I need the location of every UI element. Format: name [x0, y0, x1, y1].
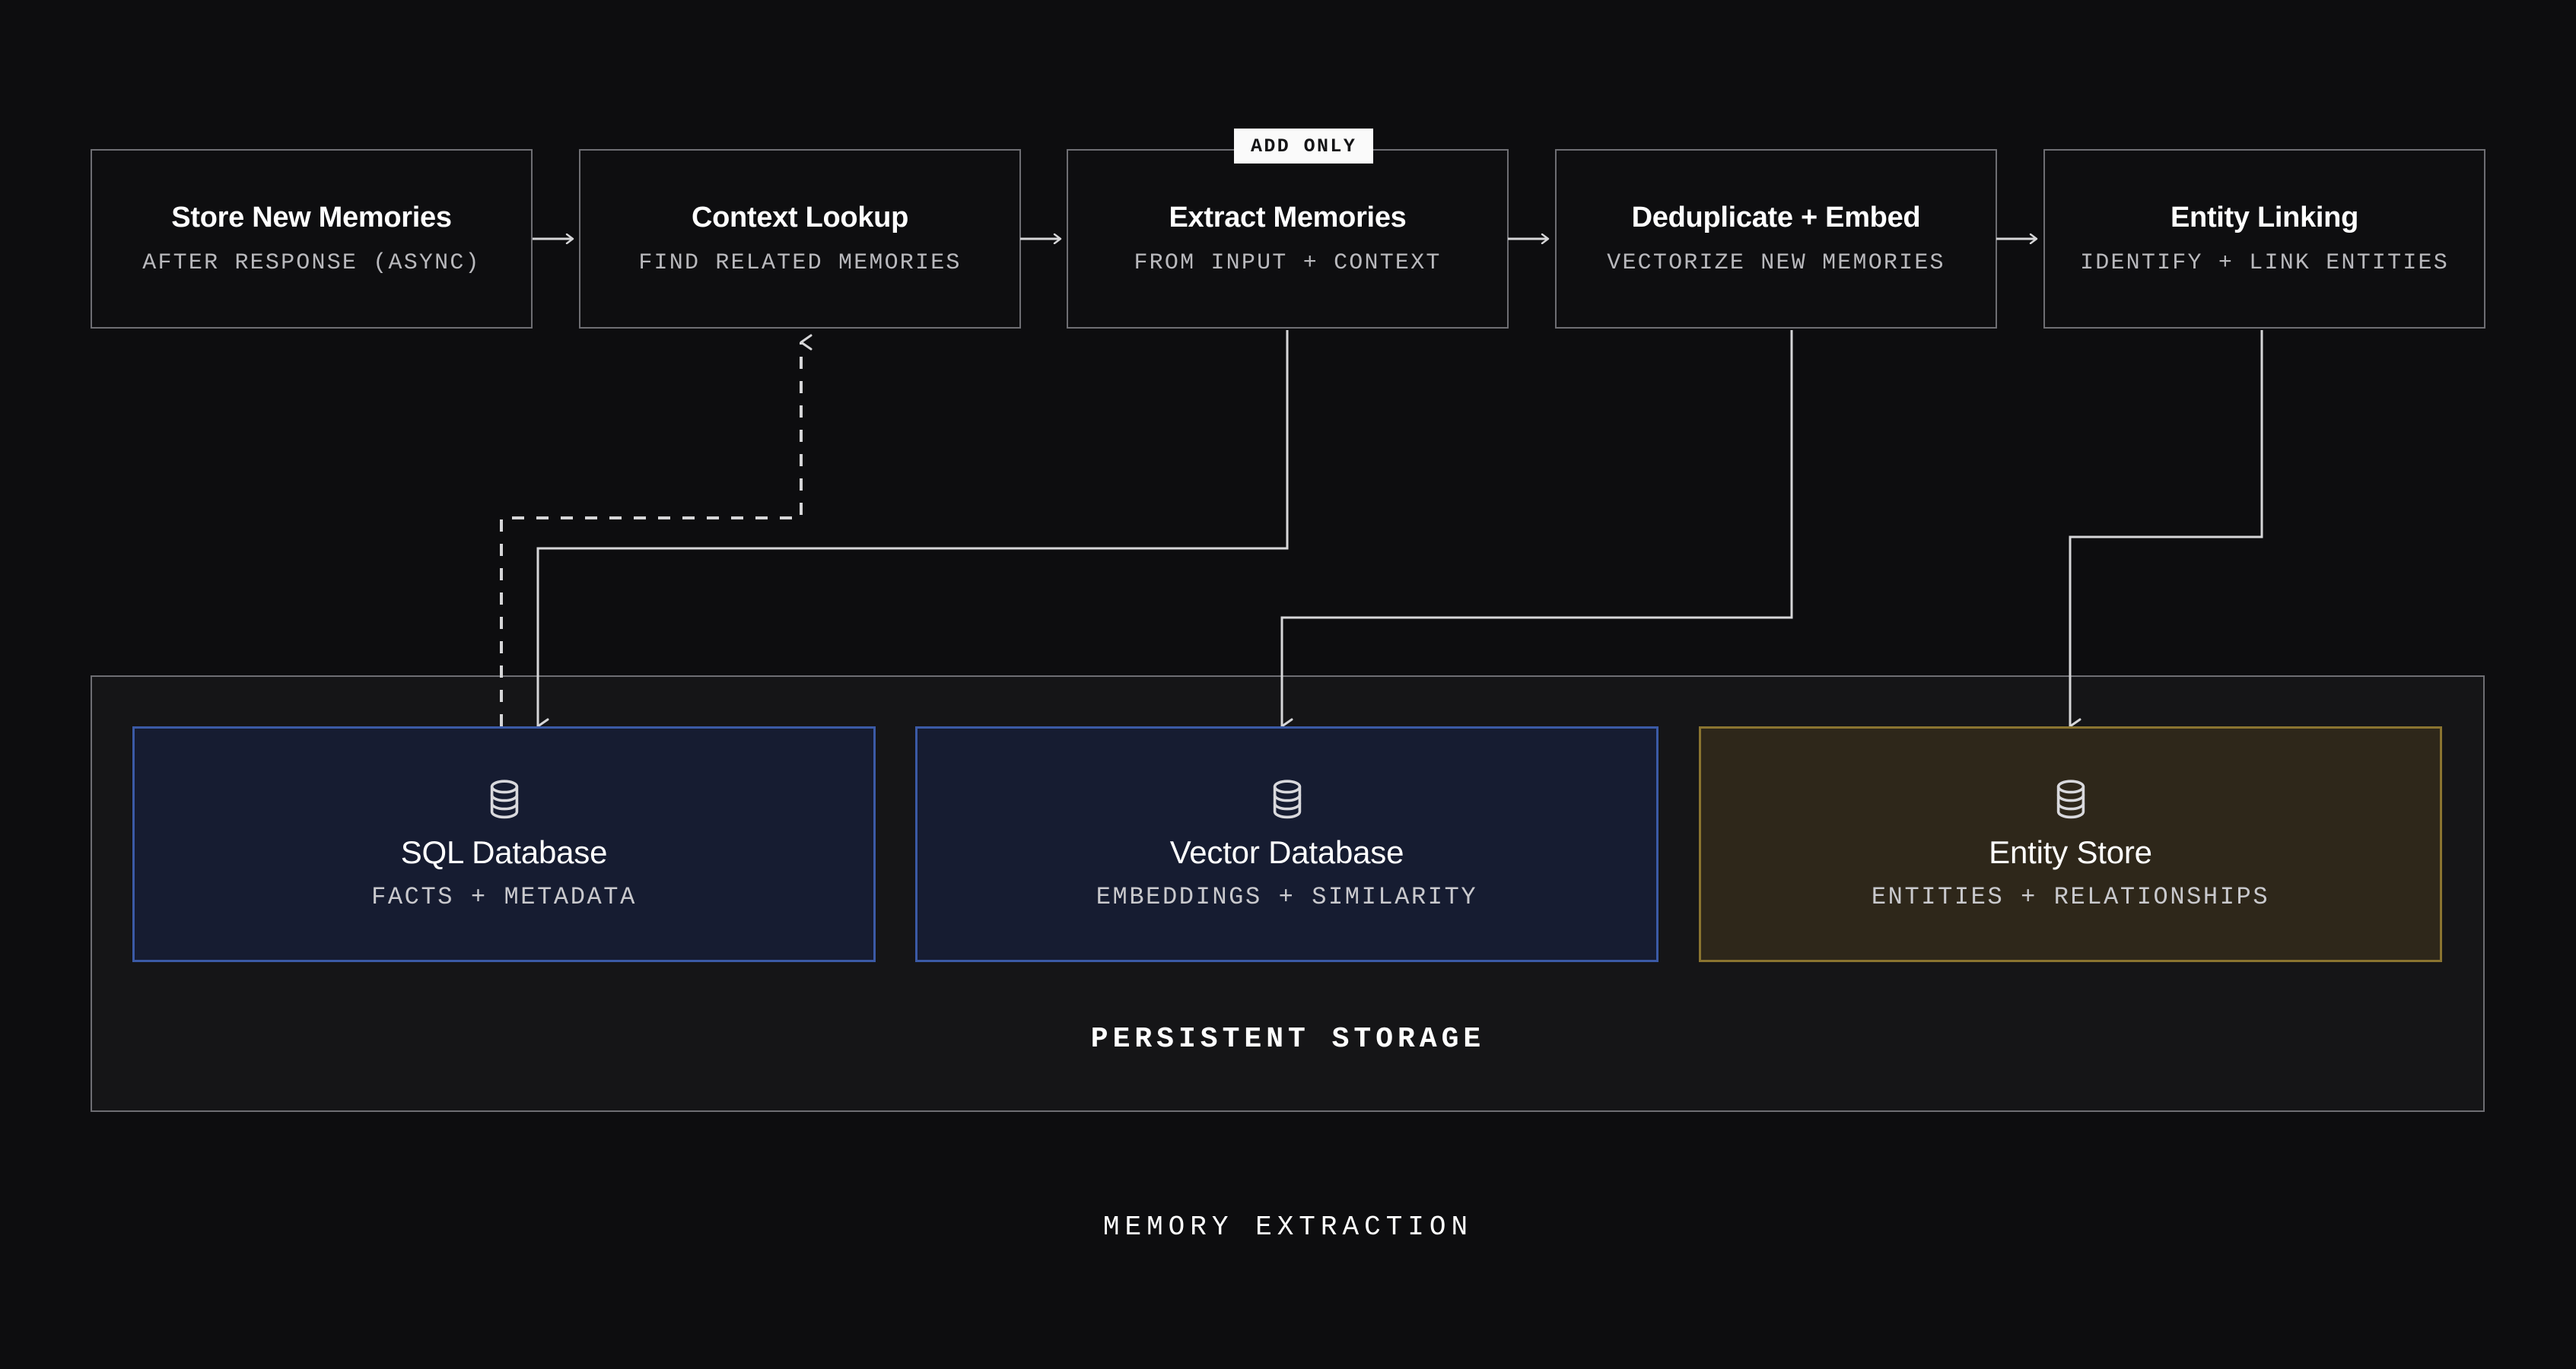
storage-card-title: Vector Database — [1169, 834, 1404, 870]
process-step-title: Entity Linking — [2170, 202, 2358, 233]
add-only-badge: ADD ONLY — [1234, 129, 1374, 164]
process-step-extract-memories[interactable]: Extract Memories FROM INPUT + CONTEXT — [1067, 149, 1509, 329]
process-step-subtitle: FROM INPUT + CONTEXT — [1134, 250, 1442, 276]
process-step-title: Store New Memories — [171, 202, 452, 233]
edge-extract-to-vector — [536, 330, 1289, 735]
process-step-deduplicate-embed[interactable]: Deduplicate + Embed VECTORIZE NEW MEMORI… — [1555, 149, 1997, 329]
edge-dedupe-to-vector — [1280, 330, 1793, 735]
storage-card-entity-store[interactable]: Entity Store ENTITIES + RELATIONSHIPS — [1699, 726, 2442, 962]
database-icon — [2053, 779, 2089, 820]
process-step-title: Context Lookup — [692, 202, 908, 233]
storage-card-title: Entity Store — [1989, 834, 2152, 870]
storage-card-subtitle: EMBEDDINGS + SIMILARITY — [1096, 883, 1478, 911]
storage-card-subtitle: FACTS + METADATA — [371, 883, 637, 911]
persistent-storage-label: PERSISTENT STORAGE — [1090, 1023, 1486, 1056]
process-step-subtitle: FIND RELATED MEMORIES — [638, 250, 962, 276]
database-icon — [1269, 779, 1305, 820]
storage-card-title: SQL Database — [400, 834, 608, 870]
process-step-subtitle: VECTORIZE NEW MEMORIES — [1607, 250, 1945, 276]
diagram-caption: MEMORY EXTRACTION — [1102, 1212, 1474, 1243]
edge-sql-to-context-lookup-dashed — [500, 334, 813, 726]
process-step-entity-linking[interactable]: Entity Linking IDENTIFY + LINK ENTITIES — [2043, 149, 2485, 329]
process-step-subtitle: IDENTIFY + LINK ENTITIES — [2080, 250, 2449, 276]
process-step-subtitle: AFTER RESPONSE (ASYNC) — [142, 250, 481, 276]
storage-card-subtitle: ENTITIES + RELATIONSHIPS — [1871, 883, 2270, 911]
process-step-title: Extract Memories — [1169, 202, 1407, 233]
edge-entitylinking-to-entitystore — [2069, 330, 2263, 735]
process-step-store-new-memories[interactable]: Store New Memories AFTER RESPONSE (ASYNC… — [91, 149, 533, 329]
database-icon — [486, 779, 523, 820]
storage-card-sql-database[interactable]: SQL Database FACTS + METADATA — [132, 726, 876, 962]
storage-card-vector-database[interactable]: Vector Database EMBEDDINGS + SIMILARITY — [915, 726, 1658, 962]
process-step-context-lookup[interactable]: Context Lookup FIND RELATED MEMORIES — [579, 149, 1021, 329]
process-step-title: Deduplicate + Embed — [1631, 202, 1921, 233]
